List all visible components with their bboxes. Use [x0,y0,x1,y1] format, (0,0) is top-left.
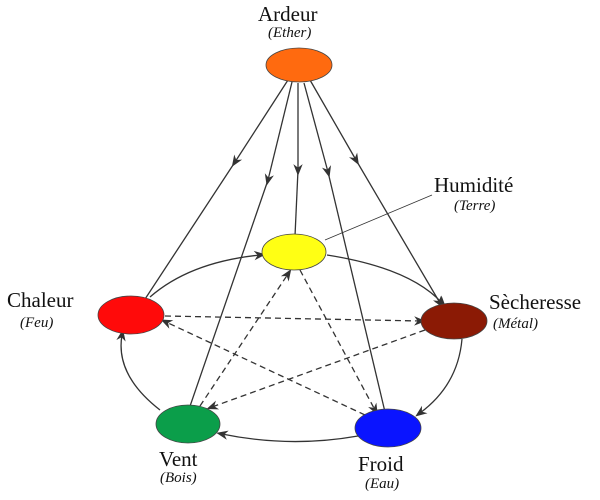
ardeur-label: Ardeur [258,2,318,26]
ardeur-to-vent-line-b [187,179,269,413]
chaleur-label: Chaleur [7,288,74,312]
ardeur-to-chaleur-line [231,79,289,167]
chaleur-element: (Feu) [20,315,54,331]
vent-label: Vent [159,447,198,471]
control-secheresse-to-vent [206,329,426,410]
froid-label: Froid [358,452,404,476]
froid-element: (Eau) [365,476,400,492]
secheresse-node [420,302,488,340]
humidite-element: (Terre) [454,198,496,214]
control-vent-to-humidite [199,269,292,407]
secheresse-element: (Métal) [493,316,538,332]
vent-element: (Bois) [160,470,197,486]
secheresse-label: Sècheresse [489,290,582,314]
control-chaleur-to-secheresse [164,315,426,326]
control-humidite-to-froid [299,269,378,416]
ardeur-to-froid-line-b [327,171,386,413]
chaleur-node [97,295,165,335]
cycle-chaleur-to-humidite [149,250,266,298]
humidite-node [261,233,327,271]
ardeur-to-froid-line [303,82,331,178]
cycle-secheresse-to-froid [415,338,463,417]
cycle-froid-to-vent [216,430,359,443]
ardeur-to-secheresse-line [309,79,359,166]
cycle-vent-to-chaleur [116,329,161,411]
ardeur-to-vent-line [264,81,293,186]
ardeur-to-humidite-line-b [294,169,299,237]
humidite-label-pointer [324,194,433,241]
vent-node [155,404,221,444]
ardeur-element: (Ether) [268,25,312,41]
control-froid-to-chaleur [160,319,366,416]
ardeur-to-secheresse-line-b [355,159,443,309]
cycle-humidite-to-secheresse [326,254,446,308]
ardeur-node [265,47,333,83]
froid-node [354,408,422,448]
humidite-label: Humidité [434,173,514,197]
